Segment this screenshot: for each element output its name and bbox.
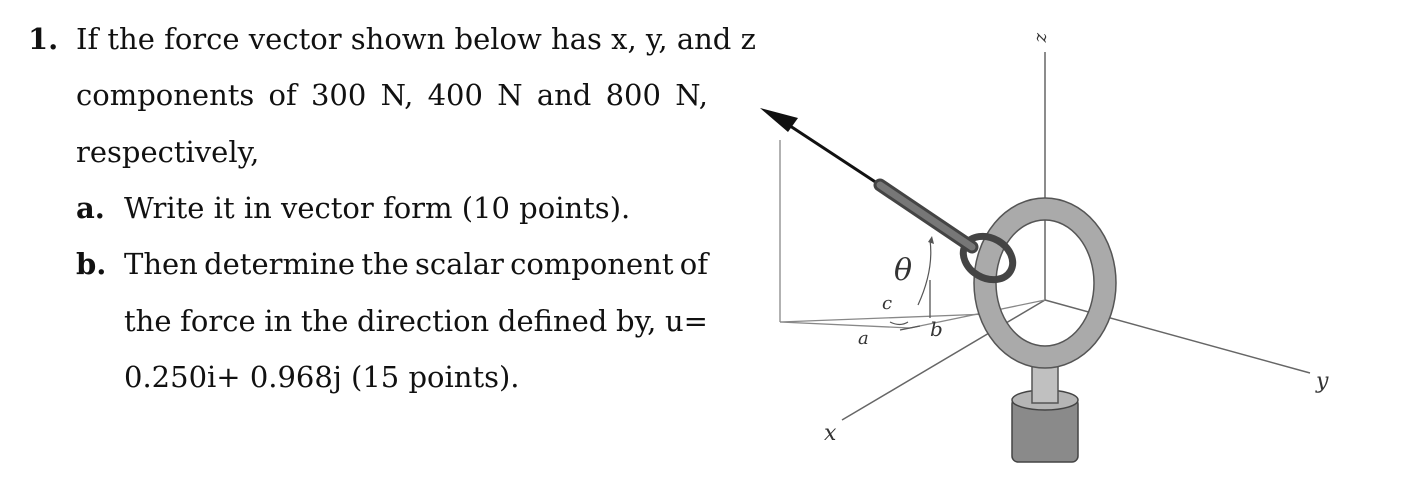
part-b-line-1-word: Then	[124, 247, 198, 281]
question-stem-line-3: respectively,	[76, 135, 260, 169]
part-b-line-2-word: force	[180, 304, 256, 338]
question-1: 1. If the force vector shown below has x…	[28, 22, 756, 394]
part-b-line-2-word: by,	[616, 304, 657, 338]
part-b-line-2-word: in	[264, 304, 293, 338]
z-axis-label: z	[1032, 32, 1053, 43]
projection-line-y	[909, 299, 1046, 329]
force-vector-arrowhead	[760, 108, 798, 132]
stem-line-2-word: 300	[310, 78, 367, 112]
part-b-line-2-word: the	[300, 304, 349, 338]
part-b-line-2-word: the	[124, 304, 172, 338]
part-b-line-2-word: u=	[665, 304, 708, 338]
eyebolt-ring-outer-edge	[973, 197, 1117, 369]
segment-label-a: a	[858, 328, 869, 349]
part-a-text: Write it in vector form (10 points).	[124, 191, 631, 225]
part-b-label: b.	[76, 247, 107, 281]
part-b-line-3: 0.250i+ 0.968j (15 points).	[124, 360, 520, 394]
part-a-label: a.	[76, 191, 105, 225]
part-b-line-1-word: component	[510, 247, 674, 281]
part-b-line-1-word: scalar	[415, 247, 504, 281]
stem-line-2-word: and	[536, 78, 592, 112]
part-b-line-1-word: of	[679, 247, 708, 281]
y-axis-label: y	[1315, 369, 1329, 394]
theta-arrowhead	[928, 236, 934, 244]
eyebolt-ring	[974, 198, 1116, 368]
part-b-line-2-word: defined	[497, 304, 608, 338]
part-b-line-1-word: the	[361, 247, 409, 281]
segment-label-c: c	[882, 293, 892, 314]
stem-line-2-word: N	[497, 78, 523, 112]
x-axis-label: x	[824, 421, 837, 446]
x-axis	[841, 299, 1046, 421]
projection-line-x	[779, 321, 911, 329]
angle-theta-arc	[917, 239, 932, 306]
force-vector-line	[777, 116, 881, 187]
force-rod-highlight	[876, 181, 976, 251]
segment-b-line	[899, 325, 921, 331]
angle-a-arc	[889, 321, 909, 326]
stem-line-2-word: 800	[605, 78, 661, 112]
stem-line-2-word: components	[76, 78, 255, 112]
segment-label-b: b	[930, 317, 943, 341]
theta-label: θ	[894, 253, 912, 288]
stem-line-2-word: 400	[427, 78, 483, 112]
question-stem-line-1: If the force vector shown below has x, y…	[76, 22, 756, 56]
stem-line-2-word: N,	[380, 78, 414, 112]
projection-line-base	[779, 313, 989, 323]
part-b-line-1-word: determine	[204, 247, 356, 281]
force-vector-figure: z y x θ a b c	[760, 32, 1329, 463]
part-b-line-2-word: direction	[357, 304, 490, 338]
question-number: 1.	[28, 22, 59, 56]
stem-line-2-word: of	[268, 78, 297, 112]
stem-line-2-word: N,	[675, 78, 708, 112]
